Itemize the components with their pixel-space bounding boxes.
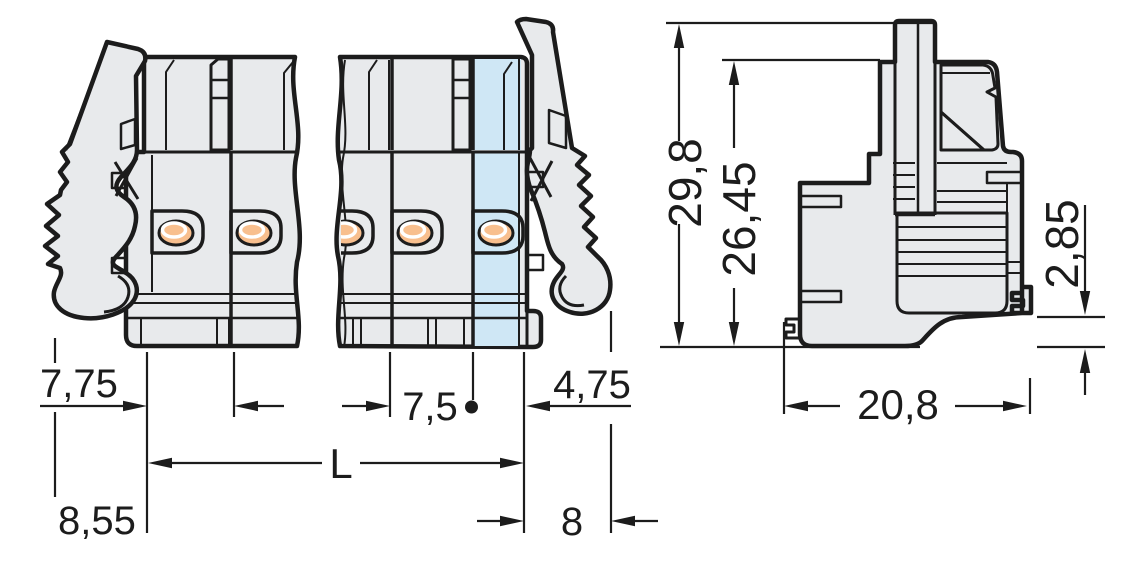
lever-left-arm [42,39,148,321]
housing-side-details [800,162,1024,315]
dim-reference-dot [465,400,478,414]
dim-label-housing-height: 26,45 [713,161,765,276]
plug-pin-tab [893,23,937,217]
contact-entry-4 [390,209,444,255]
dim-lever-offset: 7,75 8,55 [40,338,149,543]
clamp-unit [939,63,1000,152]
contact-entry-3-partial [341,209,375,255]
dim-label-total-length: L [329,440,352,487]
end-pole-highlight-lower [473,152,519,346]
dim-label-lever-total-offset: 8,55 [58,499,136,543]
hinge-tab-right-lower [525,253,545,272]
lever-hinge-tabs [110,170,545,275]
contact-entries [150,209,525,255]
contact-entry-1 [150,209,205,255]
coding-latch-window-left [209,57,231,152]
dim-label-housing-depth: 20,8 [857,381,939,428]
end-pole-highlight-upper [473,59,521,150]
dim-label-lever-offset: 7,75 [40,362,118,406]
dim-total-length: L [148,440,524,487]
clamp-release-ramp [939,110,986,152]
dim-heights: 29,8 26,45 [659,21,935,349]
dimension-annotations: 7,75 8,55 7,5 L 4,75 [40,21,1105,544]
dim-label-rail-lip: 2,85 [1036,199,1088,289]
dim-label-pole-pitch: 7,5 [402,385,458,429]
dim-label-lever-width: 8 [561,500,583,544]
side-view [784,18,1034,349]
hinge-tab-left-lower [110,256,128,275]
front-view [42,16,613,350]
connector-body-left-segment [123,54,302,349]
contact-entry-5 [471,209,525,255]
coding-latch-window-right [451,57,472,152]
dim-label-right-offset: 4,75 [553,363,631,407]
dim-depth: 20,8 [782,322,1032,428]
dim-rail-lip: 2,85 [1036,199,1105,395]
hinge-tab-left-upper [110,171,128,190]
clamp-blue-wedge [939,63,1000,152]
connector-body-right-segment [334,54,544,350]
rail-foot-left [784,317,802,340]
hinge-tab-right-upper [525,170,545,189]
dim-label-total-height: 29,8 [659,138,711,228]
dim-right-offset: 4,75 8 [477,311,658,544]
dim-pole-pitch: 7,5 [232,352,478,429]
contact-entry-2 [229,209,283,255]
housing-left-segment [123,54,302,349]
locking-lever-left [42,39,148,321]
